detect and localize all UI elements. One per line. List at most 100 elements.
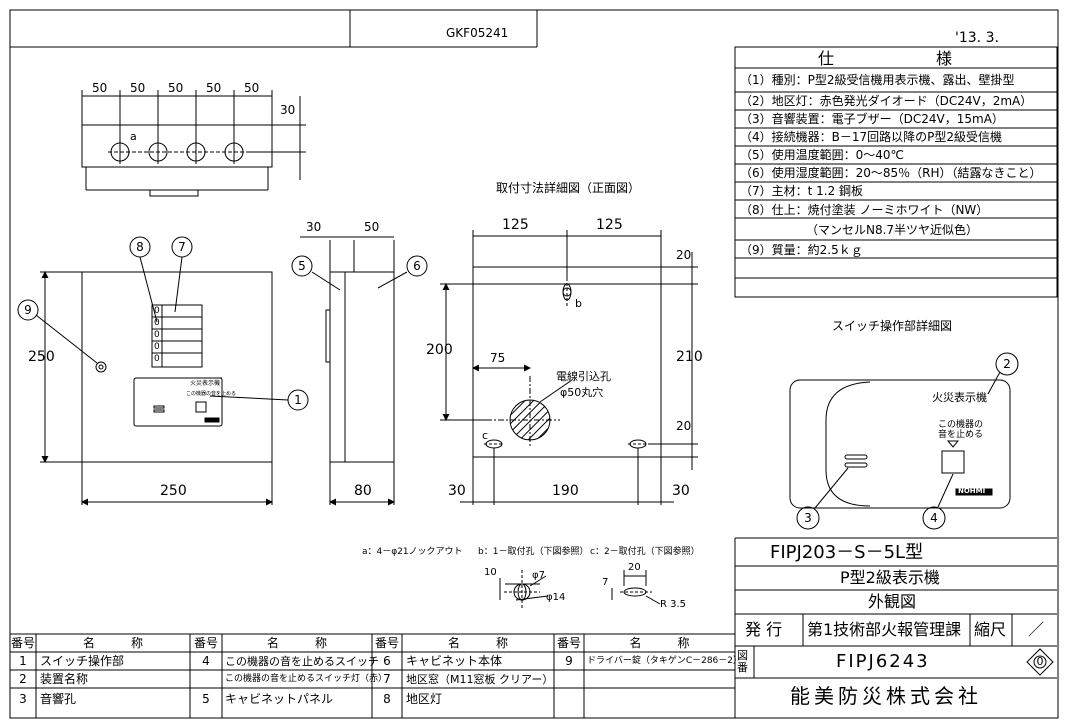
revision-no: 0 (1036, 655, 1044, 668)
table-header: 名 称 (266, 636, 327, 650)
dim-label: 125 (596, 217, 623, 233)
balloon-6: 6 (413, 259, 421, 273)
spec-table-lines (734, 46, 1058, 298)
hole-b-dim-2: φ7 (532, 570, 545, 581)
issue-label: 発 行 (745, 620, 783, 639)
label-a: a (130, 130, 137, 143)
spec-line: （マンセルN8.7半ツヤ近似色） (806, 223, 979, 237)
balloon-9: 9 (24, 303, 32, 317)
dim-label: 200 (426, 342, 453, 358)
switch-stop-label-2: 音を止める (938, 430, 984, 440)
top-view (81, 90, 306, 197)
cable-hole-label: 電線引込孔 (556, 370, 611, 383)
table-header: 名 称 (82, 636, 143, 650)
hole-c-dim-2: 20 (628, 562, 641, 573)
table-header: 番号 (10, 636, 35, 650)
hole-b-dim-3: φ14 (546, 592, 566, 603)
table-cell: 2 (19, 672, 27, 686)
balloon-leaders (17, 236, 428, 411)
dim-label: 50 (92, 81, 108, 95)
issuer: 第1技術部火報管理課 (807, 620, 962, 639)
detail-view (440, 230, 698, 505)
revision-mark (1026, 648, 1054, 676)
table-header: 名 称 (629, 636, 690, 650)
side-view (300, 236, 395, 506)
lamp-mark: 0 (154, 330, 160, 340)
spec-line: （4）接続機器：B－17回路以降のP型2級受信機 (740, 130, 1003, 144)
note-a: a：4－φ21ノックアウト (362, 547, 463, 557)
panel-stop-label: この機器の音を止める (186, 391, 237, 397)
table-cell: この機器の音を止めるスイッチ (225, 655, 379, 668)
drawing-no-label: 図番 (737, 649, 748, 674)
dim-label: 125 (502, 217, 529, 233)
balloon-3: 3 (804, 511, 812, 525)
table-header: 番号 (556, 636, 581, 650)
table-cell: 5 (202, 692, 210, 706)
switch-panel-title: 火災表示機 (932, 391, 987, 404)
hole-c-dim-3: R 3.5 (660, 599, 687, 610)
company-name: 能美防災株式会社 (790, 684, 982, 708)
lamp-mark: 0 (154, 342, 160, 352)
spec-line: （7）主材：t 1.2 鋼板 (740, 184, 864, 198)
hole-b-dim-1: 10 (484, 567, 497, 578)
note-c: c：2－取付孔（下図参照） (590, 547, 700, 557)
switch-detail (789, 352, 1019, 530)
product-name: P型2級表示機 (840, 568, 940, 587)
table-cell: 地区灯 (406, 692, 443, 706)
label-b: b (575, 297, 582, 310)
dim-label: 30 (672, 483, 690, 499)
dim-label: 80 (354, 483, 372, 499)
dim-label: 50 (168, 81, 184, 95)
switch-stop-label-1: この機器の (938, 420, 984, 430)
dim-label: 190 (552, 483, 579, 499)
table-cell: 6 (383, 654, 391, 668)
table-cell: 装置名称 (40, 672, 89, 686)
table-cell: 1 (19, 654, 27, 668)
dim-label: 210 (676, 349, 703, 365)
spec-line: （3）音響装置：電子ブザー（DC24V，15mA） (740, 112, 1004, 126)
scale-label: 縮尺 (974, 620, 1007, 639)
table-cell: ドライバー錠（タキゲンC－286－2） (587, 656, 743, 666)
dim-label: 250 (28, 349, 55, 365)
lamp-mark: 0 (154, 318, 160, 328)
spec-line: （1）種別：P型2級受信機用表示機、露出、壁掛型 (740, 73, 1015, 87)
table-header: 番号 (193, 636, 218, 650)
label-c: c (482, 429, 489, 442)
lamp-mark: 0 (154, 306, 160, 316)
spec-title-left: 仕 (818, 49, 835, 68)
table-cell: スイッチ操作部 (40, 654, 125, 668)
balloon-7: 7 (178, 240, 186, 254)
spec-line: （6）使用湿度範囲：20～85％（RH）（結露なきこと） (740, 166, 1042, 180)
dim-label: 50 (206, 81, 222, 95)
balloon-4: 4 (930, 511, 938, 525)
drawing-no: FIPJ6243 (836, 651, 930, 672)
spec-line: （9）質量：約2.5ｋｇ (740, 243, 863, 257)
model-name: FIPJ203－S－5L型 (770, 542, 924, 563)
table-cell: この機器の音を止めるスイッチ灯（赤） (225, 674, 388, 684)
cable-hole-size: φ50丸穴 (560, 386, 604, 399)
title-block-lines (734, 537, 1057, 718)
dim-label: 250 (160, 483, 187, 499)
table-cell: キャビネットパネル (225, 692, 334, 706)
panel-title: 火災表示機 (190, 380, 221, 387)
lamp-mark: 0 (154, 354, 160, 364)
spec-line: （8）仕上：焼付塗装 ノーミホワイト（NW） (740, 203, 989, 217)
spec-line: （5）使用温度範囲：0～40℃ (740, 148, 905, 162)
balloon-8: 8 (136, 240, 144, 254)
table-cell: 地区窓（M11窓板 クリアー） (406, 673, 554, 686)
front-view (40, 271, 273, 506)
table-header: 名 称 (447, 636, 508, 650)
dim-label: 20 (676, 248, 692, 262)
dim-label: 50 (364, 220, 380, 234)
spec-title-right: 様 (936, 49, 953, 68)
logo: NOHMI (958, 487, 986, 495)
sheet-frame (9, 9, 1059, 719)
dim-label: 20 (676, 419, 692, 433)
scale-value: ／ (1028, 620, 1045, 639)
table-cell: 8 (383, 692, 391, 706)
view-name: 外観図 (868, 592, 917, 611)
table-cell: 3 (19, 692, 27, 706)
table-cell: 音響孔 (40, 692, 77, 706)
